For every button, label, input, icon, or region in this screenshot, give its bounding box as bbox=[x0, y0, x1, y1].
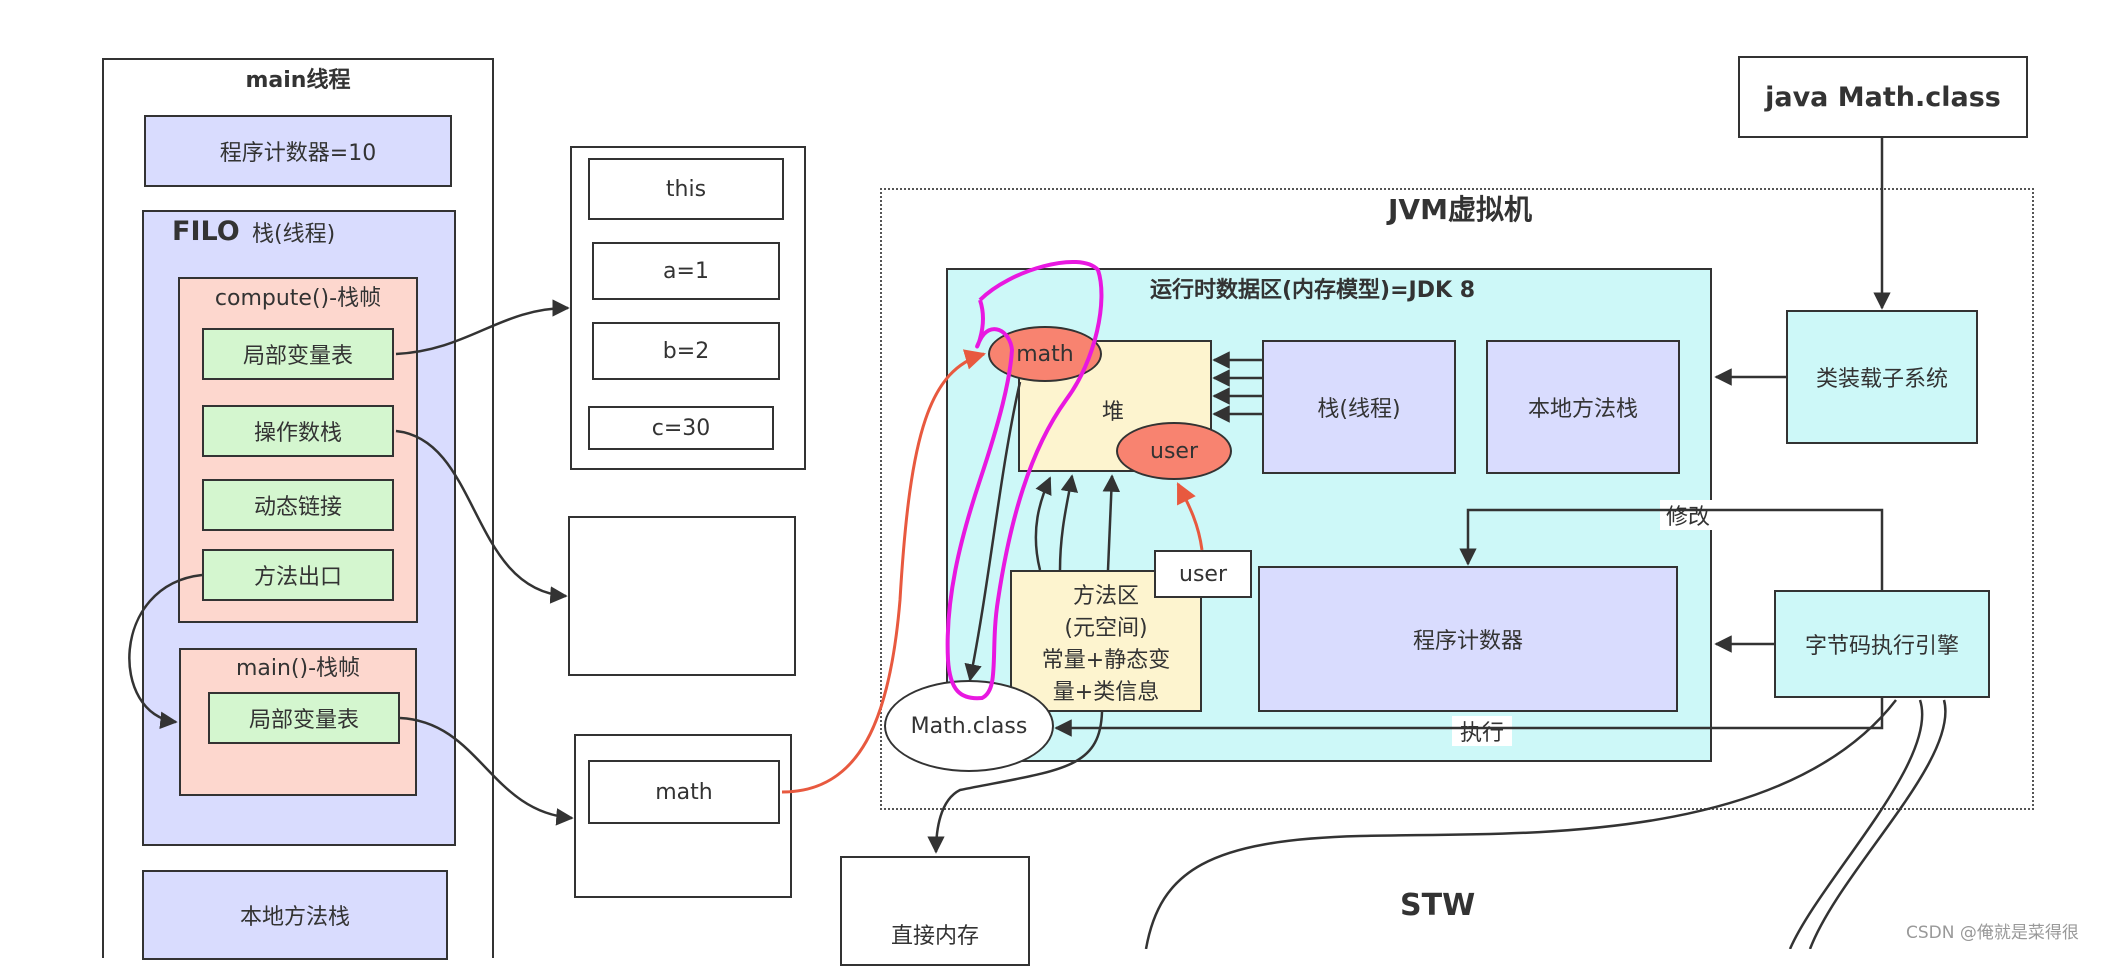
jvm-boundary bbox=[880, 188, 2034, 810]
heap-object-user: user bbox=[1116, 422, 1232, 480]
java-class-file: java Math.class bbox=[1738, 56, 2028, 138]
jvm-thread-stack: 栈(线程) bbox=[1262, 340, 1456, 474]
local-var-a: a=1 bbox=[592, 242, 780, 300]
arrow-main-local-vars bbox=[399, 716, 574, 826]
compute-operand-stack: 操作数栈 bbox=[202, 405, 394, 457]
arrow-operand-stack bbox=[395, 429, 568, 604]
method-area-line-4: 量+类信息 bbox=[1052, 680, 1160, 705]
bytecode-execution-engine: 字节码执行引擎 bbox=[1774, 590, 1990, 698]
method-area-line-2: (元空间) bbox=[1064, 616, 1148, 641]
direct-memory-box: 直接内存 bbox=[840, 856, 1030, 966]
magenta-annotation bbox=[945, 260, 1104, 701]
main-frame-title: main()-栈帧 bbox=[235, 656, 361, 681]
local-var-b: b=2 bbox=[592, 322, 780, 380]
jvm-program-counter: 程序计数器 bbox=[1258, 566, 1678, 712]
math-class-ellipse: Math.class bbox=[884, 680, 1054, 772]
watermark: CSDN @俺就是菜得很 bbox=[1906, 923, 2079, 943]
filo-label: FILO bbox=[172, 216, 240, 247]
direct-memory-label: 直接内存 bbox=[890, 924, 979, 949]
program-counter-box: 程序计数器=10 bbox=[144, 115, 452, 187]
operand-stack-panel bbox=[568, 516, 796, 676]
main-local-math: math bbox=[588, 760, 780, 824]
user-reference-box: user bbox=[1154, 550, 1252, 598]
jvm-native-stack: 本地方法栈 bbox=[1486, 340, 1680, 474]
local-var-c: c=30 bbox=[588, 406, 774, 450]
jvm-title: JVM虚拟机 bbox=[1388, 193, 1532, 226]
compute-dynamic-link: 动态链接 bbox=[202, 479, 394, 531]
method-area-line-1: 方法区 bbox=[1072, 584, 1139, 609]
method-area-line-3: 常量+静态变 bbox=[1041, 648, 1171, 673]
arrow-local-vars bbox=[395, 299, 570, 356]
main-local-var-table: 局部变量表 bbox=[208, 692, 400, 744]
execute-label: 执行 bbox=[1452, 716, 1512, 746]
local-var-this: this bbox=[588, 158, 784, 220]
heap-label: 堆 bbox=[1102, 400, 1125, 425]
arrow-execute bbox=[1054, 698, 1884, 737]
arrow-modify bbox=[1459, 508, 1884, 590]
thread-stack-title: 栈(线程) bbox=[252, 222, 336, 247]
compute-method-exit: 方法出口 bbox=[202, 549, 394, 601]
main-thread-title: main线程 bbox=[245, 68, 351, 93]
arrow-method-exit bbox=[128, 573, 203, 730]
arrow-user-ref bbox=[1176, 482, 1204, 551]
thread-native-stack: 本地方法栈 bbox=[142, 870, 448, 960]
compute-local-var-table: 局部变量表 bbox=[202, 328, 394, 380]
arrow-math-ref bbox=[781, 349, 987, 794]
stw-label: STW bbox=[1400, 888, 1476, 923]
class-loader-subsystem: 类装载子系统 bbox=[1786, 310, 1978, 444]
compute-frame-title: compute()-栈帧 bbox=[214, 286, 382, 311]
runtime-data-area-title: 运行时数据区(内存模型)=JDK 8 bbox=[1150, 278, 1476, 303]
